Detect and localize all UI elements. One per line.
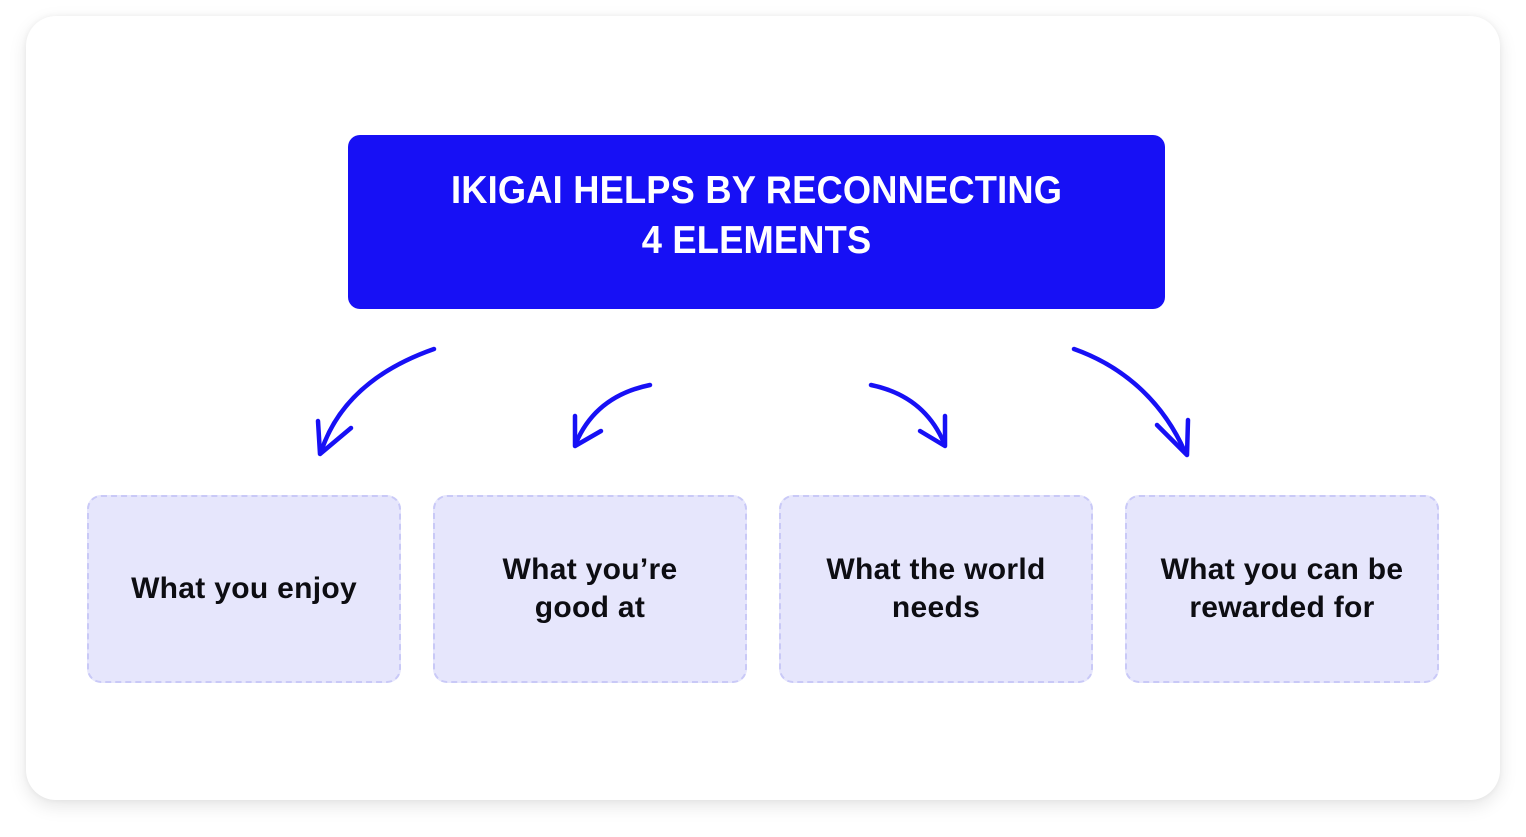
element-box-enjoy: What you enjoy [87,495,401,683]
title-box: IKIGAI HELPS BY RECONNECTING 4 ELEMENTS [348,135,1165,309]
element-label: What the world needs [826,553,1046,624]
element-label: What you’re good at [502,553,678,624]
element-box-world-needs: What the world needs [779,495,1093,683]
element-label: What you can be rewarded for [1160,553,1404,624]
element-box-rewarded: What you can be rewarded for [1125,495,1439,683]
title-text: IKIGAI HELPS BY RECONNECTING 4 ELEMENTS [450,169,1063,262]
element-box-good-at: What you’re good at [433,495,747,683]
element-label: What you enjoy [131,572,357,605]
